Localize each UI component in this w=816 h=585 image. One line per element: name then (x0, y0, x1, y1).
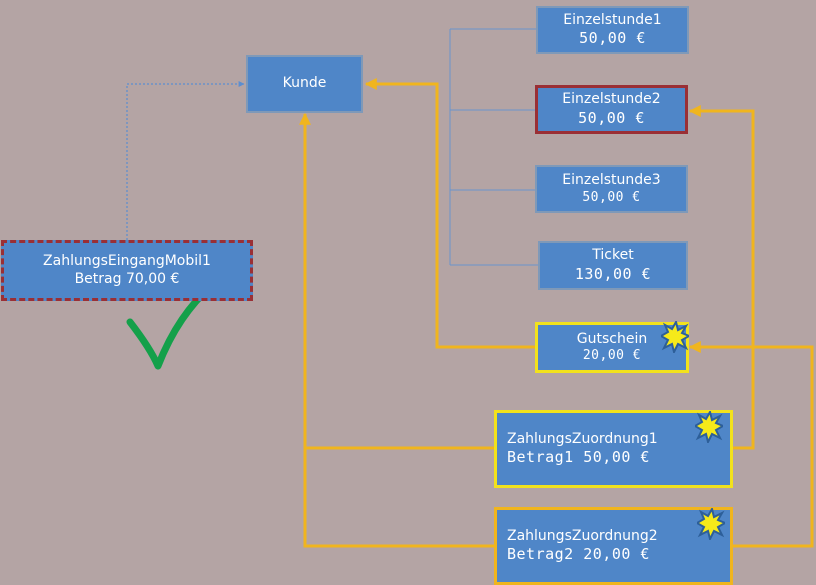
item-bracket-connector (449, 28, 538, 266)
node-value: 130,00 € (574, 264, 652, 283)
node-value: 50,00 € (582, 189, 641, 205)
node-zuordnung1[interactable]: ZahlungsZuordnung1 Betrag1 50,00 € (494, 410, 733, 488)
node-title: Einzelstunde2 (562, 91, 661, 108)
payment-to-kunde-dotted-link (126, 81, 245, 240)
node-title: ZahlungsEingangMobil1 (43, 253, 211, 269)
node-zuordnung2[interactable]: ZahlungsZuordnung2 Betrag2 20,00 € (494, 507, 733, 585)
node-einzelstunde1[interactable]: Einzelstunde1 50,00 € (536, 6, 689, 54)
gutschein-to-kunde-arrow (364, 78, 535, 349)
node-einzelstunde2[interactable]: Einzelstunde2 50,00 € (535, 85, 688, 134)
node-value: 20,00 € (582, 348, 642, 364)
starburst-icon (661, 321, 689, 353)
zuordnung2-to-kunde-line (303, 448, 494, 548)
node-kunde[interactable]: Kunde (246, 55, 363, 113)
node-value: 50,00 € (578, 108, 645, 127)
node-title: ZahlungsZuordnung1 (507, 430, 658, 447)
node-value: 50,00 € (579, 29, 646, 48)
node-title: Gutschein (576, 330, 648, 347)
starburst-icon (697, 508, 725, 540)
node-title: Einzelstunde3 (562, 172, 661, 189)
node-value: Betrag1 50,00 € (507, 448, 650, 467)
zuordnung1-to-kunde-arrow (299, 112, 494, 450)
node-zahlungseingang[interactable]: ZahlungsEingangMobil1 Betrag 70,00 € (1, 240, 253, 301)
node-title: Einzelstunde1 (563, 11, 662, 28)
zuordnung2-to-gutschein-arrow (688, 341, 814, 548)
node-ticket[interactable]: Ticket 130,00 € (538, 241, 688, 290)
node-einzelstunde3[interactable]: Einzelstunde3 50,00 € (535, 165, 688, 213)
node-value: Betrag 70,00 € (74, 270, 180, 287)
starburst-icon (695, 411, 723, 443)
node-value: Betrag2 20,00 € (507, 545, 650, 564)
node-title: Ticket (592, 247, 634, 264)
checkmark-icon (126, 281, 216, 370)
zuordnung1-to-einzelstunde2-arrow (688, 105, 755, 450)
node-title: ZahlungsZuordnung2 (507, 527, 658, 544)
node-title: Kunde (282, 75, 327, 92)
node-gutschein[interactable]: Gutschein 20,00 € (535, 322, 689, 373)
